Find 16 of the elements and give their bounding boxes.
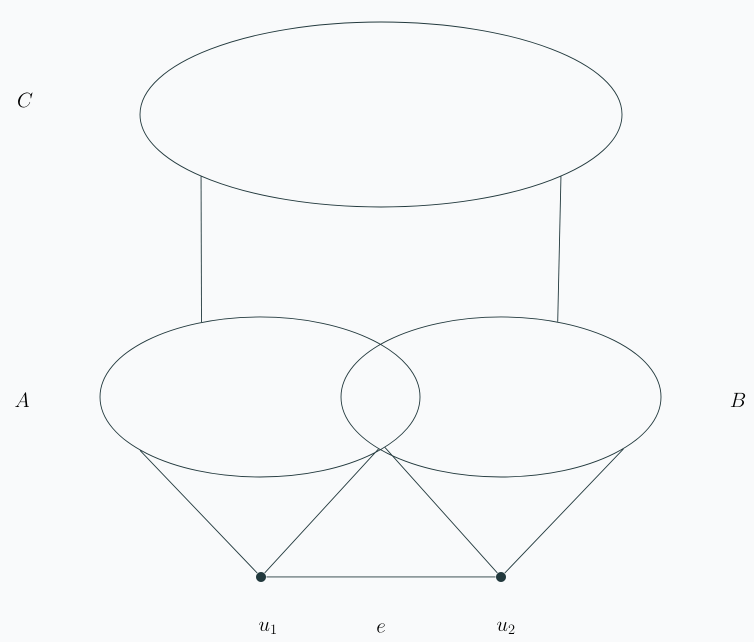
ellipse — [100, 316, 420, 478]
vertex-label: $u_1$ — [259, 622, 276, 634]
set-label: $A$ — [15, 392, 29, 408]
edge-line — [200, 176, 202, 323]
edge-line — [384, 447, 498, 574]
set-label: $B$ — [730, 392, 746, 408]
ellipse — [140, 22, 622, 208]
ellipse — [340, 316, 662, 478]
edge-line — [504, 448, 624, 574]
edge-line — [264, 448, 379, 574]
set-label: $C$ — [18, 92, 32, 108]
vertex-label: $u_2$ — [497, 622, 514, 634]
edge-line — [266, 576, 496, 578]
edge-line — [557, 176, 562, 322]
edge-label: $e$ — [377, 623, 385, 633]
edge-line — [140, 450, 258, 574]
